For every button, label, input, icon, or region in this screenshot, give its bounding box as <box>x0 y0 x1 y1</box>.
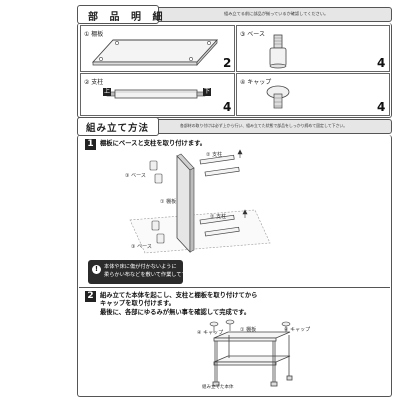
assembly-title-tab <box>77 117 159 136</box>
step2-number: 2 <box>85 291 96 302</box>
support-pole-icon <box>106 89 206 99</box>
step1-warning-line1: 本体や床に傷が付かないように <box>104 264 177 270</box>
step2-cap-right-label: ④ キャップ <box>284 327 311 333</box>
step2-text-line2: キャップを取り付けます。 <box>100 300 175 307</box>
parts-box <box>77 23 392 118</box>
parts-title-tab <box>77 5 159 24</box>
board-shape <box>176 154 191 254</box>
step2-illustration <box>209 319 293 387</box>
base-qty: 4 <box>377 56 386 70</box>
support-pole-label: ② 支柱 <box>84 79 104 86</box>
cap-label: ④ キャップ <box>240 79 272 86</box>
parts-note: 組み立てる前に部品が揃っているか確認してください。 <box>224 11 329 16</box>
cap-qty: 4 <box>377 100 386 114</box>
step-divider <box>79 287 390 288</box>
step2-board-label: ① 棚板 <box>240 327 257 333</box>
shelf-board-qty: 2 <box>223 56 232 70</box>
support-pole-cell: ② 支柱 上 下 4 <box>80 73 235 116</box>
step2-body-label: 組み立てた本体 <box>202 385 234 390</box>
parts-title: 部 品 明 細 <box>88 12 167 23</box>
support-pole-top-tag: 上 <box>103 88 112 96</box>
base-label: ③ ベース <box>240 31 265 38</box>
base-cell: ③ ベース 4 <box>236 25 390 72</box>
base-icon <box>269 34 287 69</box>
step1-illustration <box>129 149 271 254</box>
step1-pole-top-label: ② 支柱 <box>206 152 223 158</box>
step1-warning-box: ! 本体や床に傷が付かないように 柔らかい布などを敷いて作業して下さい。 <box>88 260 202 284</box>
assembly-box <box>77 135 392 397</box>
support-pole-qty: 4 <box>223 100 232 114</box>
step2-cap-left-label: ④ キャップ <box>197 330 224 336</box>
step1-board-label: ① 棚板 <box>160 199 177 205</box>
support-pole-bottom-tag: 下 <box>203 88 212 96</box>
warning-icon: ! <box>92 265 101 274</box>
step1-pole-bottom-label: ② 支柱 <box>210 214 227 220</box>
assembly-title: 組み立て方法 <box>86 123 150 134</box>
step2-text-line1: 組み立てた本体を起こし、支柱と棚板を取り付けてから <box>100 292 258 299</box>
step1-base-bottom-label: ③ ベース <box>131 244 152 250</box>
shelf-board-icon <box>91 39 219 66</box>
cap-icon <box>266 85 290 109</box>
shelf-board-label: ① 棚板 <box>84 31 104 38</box>
step1-warning-line2: 柔らかい布などを敷いて作業して下さい。 <box>104 272 203 278</box>
step2-text-line3: 最後に、各部にゆるみが無い事を確認して完成です。 <box>100 309 251 316</box>
step1-base-top-label: ③ ベース <box>125 173 146 179</box>
shelf-board-cell: ① 棚板 2 <box>80 25 235 72</box>
step1-text: 棚板にベースと支柱を取り付けます。 <box>100 140 207 147</box>
assembly-note: 各部材の取り付けは必ず上から行い、組み立てた状態で部品をしっかり締めて固定して下… <box>180 123 348 128</box>
step1-number: 1 <box>85 139 96 150</box>
floor-cloth-shape <box>129 209 271 254</box>
cap-cell: ④ キャップ 4 <box>236 73 390 116</box>
